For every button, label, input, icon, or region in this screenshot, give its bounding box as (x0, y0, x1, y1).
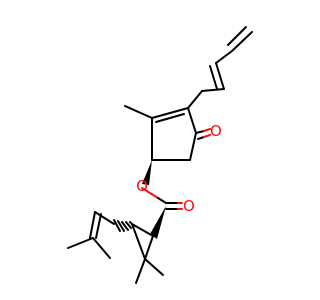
bond-alkene-2 (215, 62, 225, 90)
hash-2 (125, 221, 132, 229)
stereo-wedge-ring (142, 160, 152, 185)
bond-ketone-c (195, 130, 205, 134)
bond-iso-me-2 (92, 237, 111, 259)
hash-1 (129, 221, 135, 227)
bond-gem-methyl-1 (144, 258, 164, 276)
bond-ketone-o-double (203, 134, 211, 138)
cyclopentenone-ring (151, 107, 197, 161)
atom-label-o-ketone: O (210, 122, 222, 140)
bond-ketone-o (203, 128, 211, 132)
bond-iso-double-2 (95, 213, 102, 239)
hash-4 (117, 220, 125, 232)
pentadienyl-chain (187, 26, 253, 109)
bond-alkene-2-double (209, 65, 218, 90)
bond-vinyl-1-double (227, 26, 247, 46)
ester-linkage (141, 187, 183, 210)
bond-iso-me-1 (67, 237, 94, 249)
bond-alkene-3 (201, 88, 225, 92)
stereo-wedge-cyclopropane (150, 206, 166, 239)
bond-ketone-c-double (197, 136, 205, 140)
bond-cp-c2-c3 (131, 223, 146, 260)
bond-ester-o-c (141, 187, 159, 199)
bond-ring-c5-c1 (189, 132, 197, 161)
stereo-hash-isobutenyl (113, 219, 135, 232)
bond-vinyl-1 (231, 31, 253, 52)
ketone-carbonyl (195, 128, 211, 140)
atom-label-o-carbonyl: O (183, 197, 195, 215)
isobutenyl-group (67, 211, 115, 259)
bond-ring-c1-c2 (187, 107, 197, 134)
bond-ch2-link (187, 90, 203, 109)
bond-cp-c1-c2 (131, 223, 154, 237)
bond-vinyl-2 (215, 50, 233, 64)
molecule-structure-diagram: O O O (67, 26, 253, 284)
bond-iso-double (89, 211, 96, 239)
bond-ring-c2-c3 (151, 107, 189, 119)
bond-ester-c-carbonyl (157, 197, 167, 204)
bond-ring-c2-c3-double (155, 113, 185, 123)
bond-gem-methyl-2 (135, 258, 146, 284)
bond-cp-c3-c1 (144, 235, 154, 260)
hash-3 (121, 221, 129, 231)
hash-5 (113, 219, 121, 232)
atom-label-o-ester: O (136, 177, 148, 195)
bond-iso-1 (94, 211, 115, 225)
cyclopropane-ring (131, 223, 154, 260)
bond-ring-methyl (124, 105, 153, 119)
